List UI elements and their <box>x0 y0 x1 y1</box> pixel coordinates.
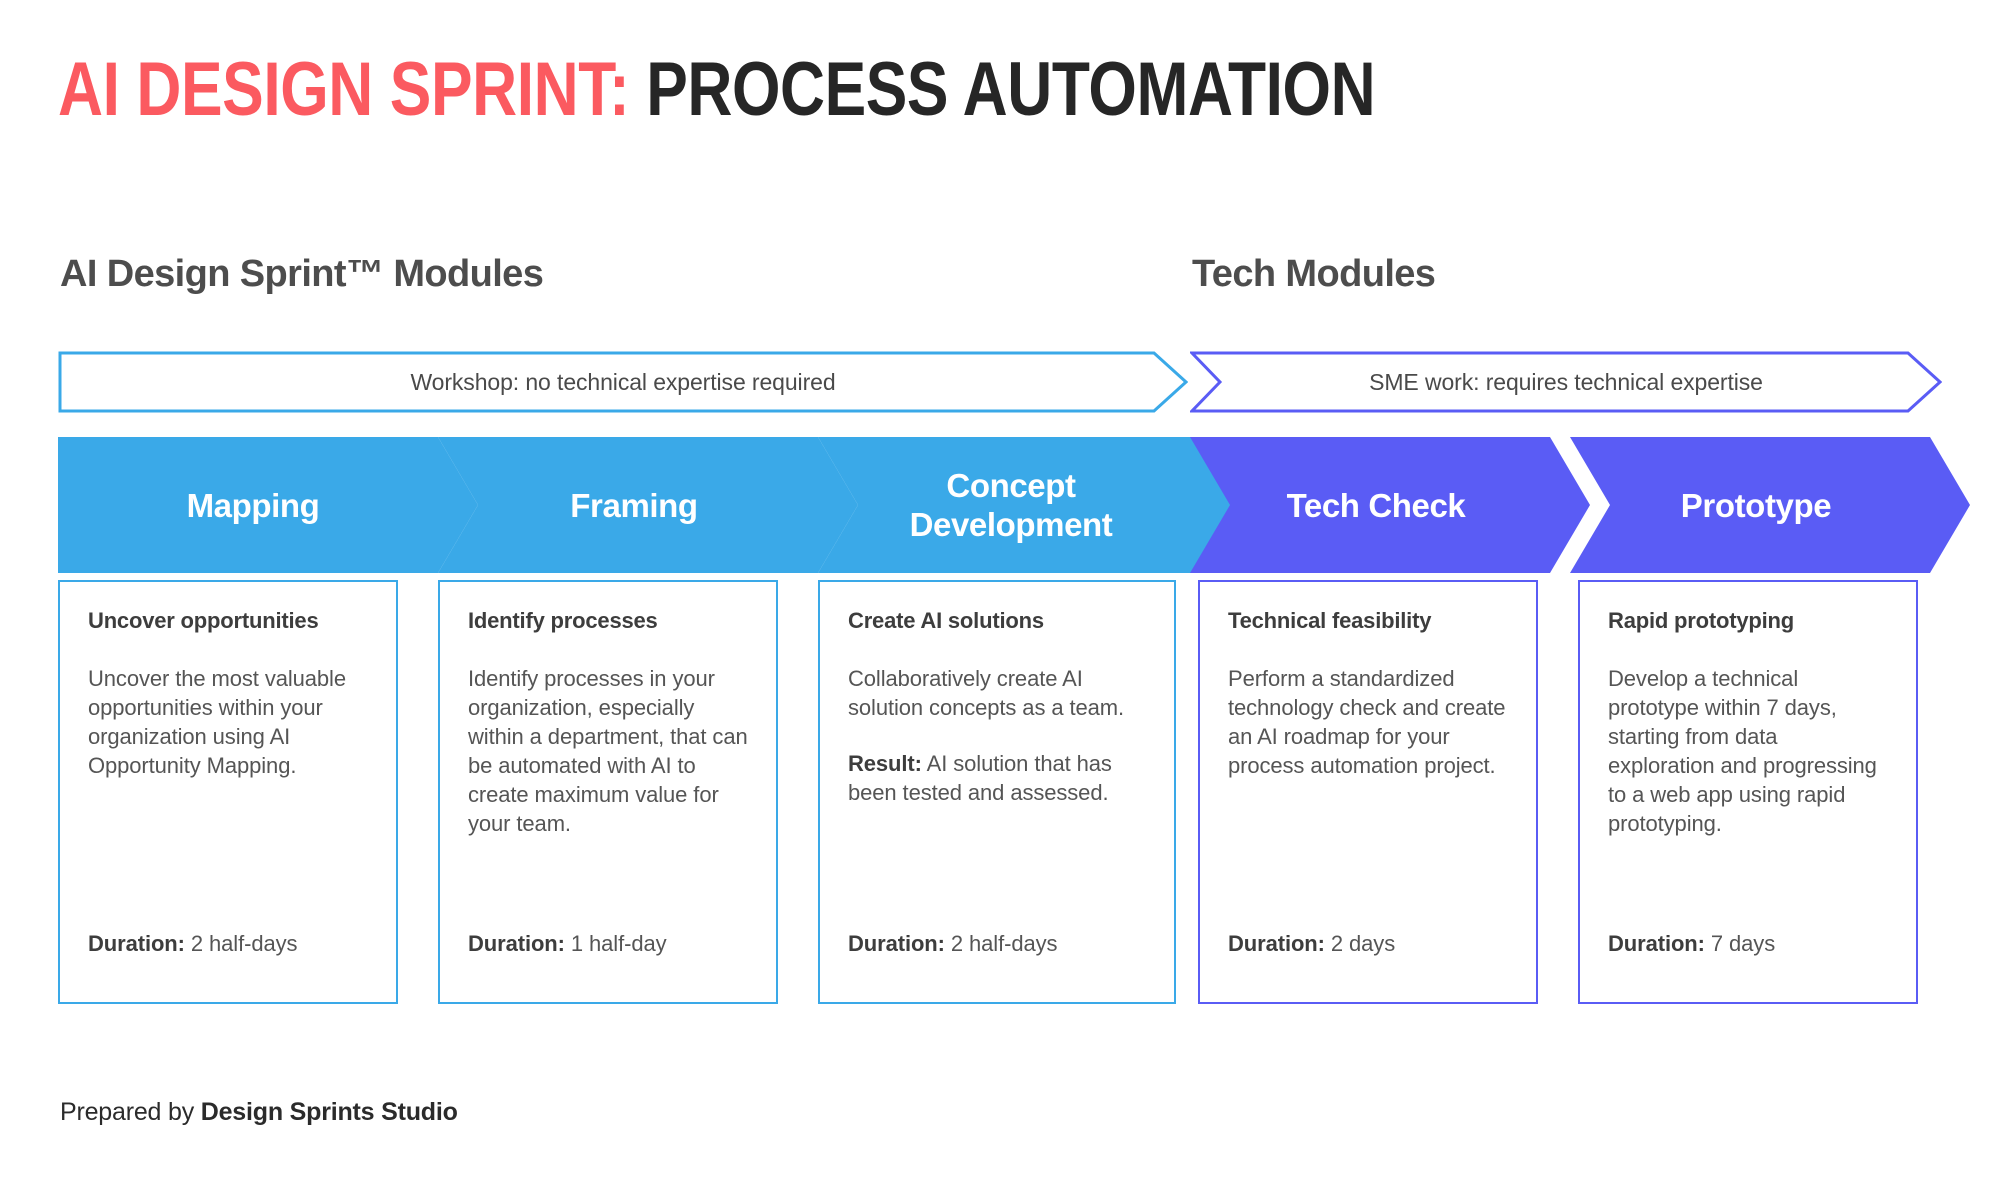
card-body: Identify processes in your organization,… <box>468 664 748 838</box>
footer-brand: Design Sprints Studio <box>200 1098 458 1126</box>
chevron-shape-purple <box>1570 437 1970 573</box>
stage-chevron-label: Tech Check <box>1286 486 1466 524</box>
chevron-shape-blue <box>58 437 478 573</box>
chevron-shape-blue <box>818 437 1238 573</box>
card-body: Perform a standardized technology check … <box>1228 664 1508 780</box>
card-paragraph: Perform a standardized technology check … <box>1228 666 1506 778</box>
page-title-main: PROCESS AUTOMATION <box>646 47 1376 132</box>
card-duration-label: Duration: <box>88 931 185 956</box>
card-duration: Duration: 2 days <box>1228 929 1508 958</box>
card-title: Technical feasibility <box>1228 608 1432 633</box>
card-duration: Duration: 7 days <box>1608 929 1888 958</box>
banner-workshop: Workshop: no technical expertise require… <box>58 351 1188 413</box>
stage-chevron-label: Mapping <box>186 486 320 524</box>
chevron-shape-purple <box>1190 437 1590 573</box>
card-duration: Duration: 2 half-days <box>88 929 368 958</box>
card-duration-value: 2 days <box>1330 931 1396 956</box>
page-title: AI DESIGN SPRINT: PROCESS AUTOMATION <box>58 47 1376 132</box>
section-heading-tech-modules: Tech Modules <box>1192 253 1436 295</box>
card-duration-value: 7 days <box>1710 931 1776 956</box>
stage-chevron-prototype[interactable]: Prototype <box>1570 437 1970 573</box>
card-duration: Duration: 2 half-days <box>848 929 1146 958</box>
banner-sme-arrow-shape <box>1190 351 1942 413</box>
card-duration-label: Duration: <box>468 931 565 956</box>
card-title: Rapid prototyping <box>1608 608 1795 633</box>
stage-card-prototype: Rapid prototyping Develop a technical pr… <box>1578 580 1918 1004</box>
card-title: Uncover opportunities <box>88 608 319 633</box>
card-paragraph: Uncover the most valuable opportunities … <box>88 666 346 778</box>
stage-chevron-label: Prototype <box>1680 486 1832 524</box>
card-paragraph: Collaboratively create AI solution conce… <box>848 666 1125 720</box>
stage-chevron-label: Framing <box>570 486 698 524</box>
stage-chevron-framing[interactable]: Framing <box>438 437 858 573</box>
card-result-label: Result: <box>848 751 922 776</box>
stage-chevron-tech-check[interactable]: Tech Check <box>1190 437 1590 573</box>
stage-card-framing: Identify processes Identify processes in… <box>438 580 778 1004</box>
card-duration-value: 2 half-days <box>190 931 298 956</box>
footer-prefix: Prepared by <box>60 1098 201 1126</box>
footer-credit: Prepared by Design Sprints Studio <box>60 1098 458 1127</box>
card-paragraph: Develop a technical prototype within 7 d… <box>1608 666 1877 836</box>
card-duration-label: Duration: <box>848 931 945 956</box>
card-paragraph: Identify processes in your organization,… <box>468 666 748 836</box>
chevron-shape-blue <box>438 437 858 573</box>
banner-sme: SME work: requires technical expertise <box>1190 351 1942 413</box>
banner-sme-label: SME work: requires technical expertise <box>1369 368 1763 395</box>
stage-chevron-mapping[interactable]: Mapping <box>58 437 478 573</box>
card-title: Create AI solutions <box>848 608 1044 633</box>
card-duration-value: 1 half-day <box>570 931 667 956</box>
banner-workshop-arrow-shape <box>58 351 1188 413</box>
card-duration-label: Duration: <box>1608 931 1705 956</box>
card-duration-value: 2 half-days <box>950 931 1058 956</box>
card-title: Identify processes <box>468 608 658 633</box>
card-result-text: AI solution that has been tested and ass… <box>848 751 1112 805</box>
stage-chevron-label-line2: Development <box>909 506 1113 543</box>
card-duration: Duration: 1 half-day <box>468 929 748 958</box>
card-body: Develop a technical prototype within 7 d… <box>1608 664 1888 838</box>
card-result-paragraph: Result: AI solution that has been tested… <box>848 749 1146 807</box>
section-heading-ai-modules: AI Design Sprint™ Modules <box>60 253 544 295</box>
card-duration-label: Duration: <box>1228 931 1325 956</box>
banner-workshop-label: Workshop: no technical expertise require… <box>410 368 836 395</box>
card-body: Collaboratively create AI solution conce… <box>848 664 1146 807</box>
stage-card-concept-development: Create AI solutions Collaboratively crea… <box>818 580 1176 1004</box>
stage-card-mapping: Uncover opportunities Uncover the most v… <box>58 580 398 1004</box>
stage-card-tech-check: Technical feasibility Perform a standard… <box>1198 580 1538 1004</box>
page-title-accent: AI DESIGN SPRINT: <box>58 47 630 132</box>
stage-chevron-label-line1: Concept <box>946 467 1076 504</box>
card-body: Uncover the most valuable opportunities … <box>88 664 368 780</box>
